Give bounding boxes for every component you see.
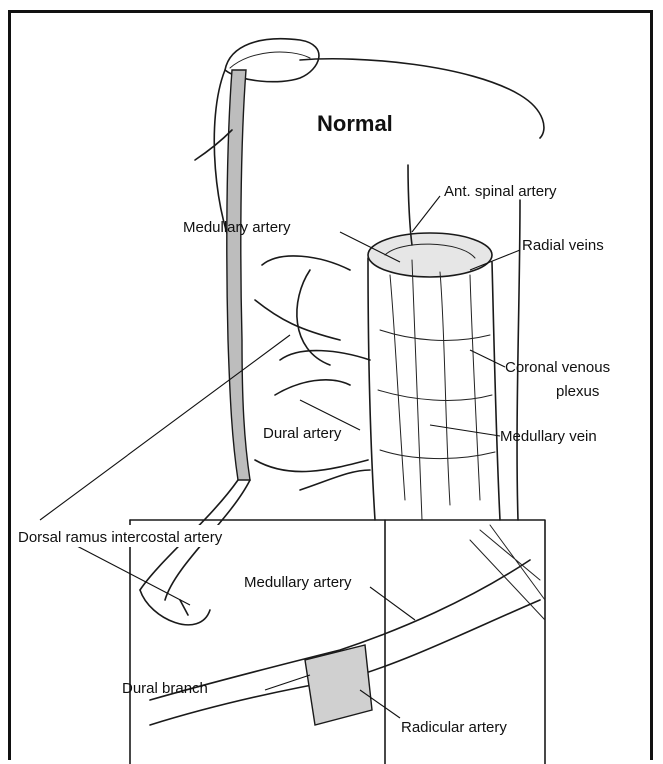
dural-artery-branch (275, 380, 350, 395)
root-lower (255, 460, 368, 472)
diagram-title: Normal (317, 111, 393, 136)
leader-dorsal-ramus-2 (75, 545, 190, 605)
label-dorsal-ramus-intercostal-artery: Dorsal ramus intercostal artery (18, 529, 223, 546)
cord-vein-left (390, 275, 405, 500)
label-ant-spinal-artery: Ant. spinal artery (444, 183, 557, 200)
label-radial-veins: Radial veins (522, 237, 604, 254)
inset-ganglion (305, 645, 372, 725)
spinal-cord-segment (368, 165, 500, 520)
intercostal-curve (140, 590, 210, 625)
root-mid (280, 351, 370, 360)
dural-sac-top-ring-inner (230, 52, 310, 68)
leader-medullary-artery-inset (370, 587, 415, 620)
nerve-roots (255, 256, 370, 490)
cord-vein-mid (440, 272, 450, 505)
leader-dural-branch (265, 675, 310, 690)
ant-spinal-artery-vessel (408, 165, 412, 245)
cord-midline (412, 260, 422, 520)
leader-medullary-vein (430, 425, 500, 436)
label-dural-artery: Dural artery (263, 425, 342, 442)
leader-coronal-venous-plexus (470, 350, 505, 367)
root-upper (262, 256, 350, 270)
cord-left-edge (368, 258, 375, 520)
root-lower-2 (300, 470, 370, 490)
label-dural-branch: Dural branch (122, 680, 208, 697)
label-coronal-venous-plexus-line1: Coronal venous (505, 359, 610, 376)
label-medullary-artery-inset: Medullary artery (244, 574, 352, 591)
label-radicular-artery: Radicular artery (401, 719, 507, 736)
inset-nerve-fibers (470, 525, 545, 620)
leader-ant-spinal-artery (412, 196, 440, 232)
label-medullary-vein: Medullary vein (500, 428, 597, 445)
coronal-plexus-1 (380, 330, 490, 340)
cord-right-edge (492, 262, 500, 520)
leader-dorsal-ramus (40, 335, 290, 520)
label-coronal-venous-plexus-line2: plexus (556, 383, 599, 400)
cord-vein-right (470, 275, 480, 500)
label-medullary-artery-top: Medullary artery (183, 219, 291, 236)
